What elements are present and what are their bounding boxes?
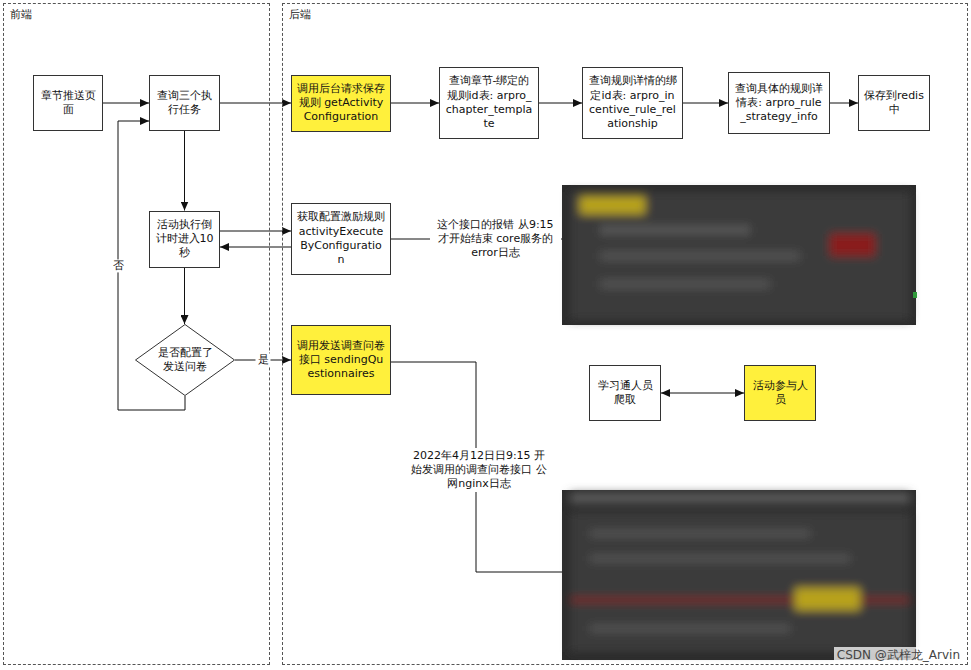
process-box: 活动执行倒计时进入10秒 — [149, 211, 220, 268]
box-text: 章节推送页面 — [39, 89, 97, 118]
flow-arrow — [220, 231, 291, 232]
frontend-region: 前端章节推送页面 查询三个执行任务活动执行倒计时进入10秒是否配置了发送问卷 — [3, 3, 270, 665]
flow-arrow — [683, 103, 728, 104]
flow-arrow — [220, 247, 291, 248]
process-box: 获取配置激励规则 activityExecuteByConfiguration — [291, 203, 391, 275]
annotation-note: 这个接口的报错 从9:15才开始结束 core服务的error日志 — [430, 217, 561, 262]
process-box: 调用后台请求保存规则 getActivityConfiguration — [291, 75, 391, 132]
scrollbar-mark — [913, 292, 917, 298]
flow-arrow — [830, 103, 858, 104]
flow-arrow — [391, 103, 439, 104]
box-text: 活动参与人员 — [750, 379, 810, 408]
process-box: 查询三个执行任务 — [149, 75, 220, 131]
decision-diamond: 是否配置了发送问卷 — [135, 324, 235, 396]
process-box: 章节推送页面 — [33, 75, 103, 131]
flow-arrow — [220, 103, 291, 104]
log-screenshot — [562, 490, 916, 660]
box-text: 调用后台请求保存规则 getActivityConfiguration — [297, 82, 385, 125]
edge-label: 否 — [111, 259, 126, 272]
screenshot-frame — [562, 185, 916, 325]
screenshot-frame — [562, 490, 916, 660]
box-text: 学习通人员爬取 — [595, 379, 655, 408]
box-text: 获取配置激励规则 activityExecuteByConfiguration — [297, 210, 385, 267]
box-text: 查询规则详情的绑定id表: arpro_incentive_rule_relat… — [588, 74, 677, 131]
box-text: 查询章节-绑定的规则id表: arpro_chapter_template — [445, 74, 533, 131]
flow-arrow — [184, 268, 185, 325]
watermark: CSDN @武梓龙_Arvin — [834, 647, 963, 664]
blurred-content — [570, 493, 910, 652]
flow-arrow — [184, 131, 185, 211]
region-title: 前端 — [10, 7, 32, 22]
process-box: 保存到redis中 — [858, 75, 930, 131]
process-box: 查询具体的规则详情表: arpro_rule_strategy_info — [728, 72, 830, 134]
process-box: 查询章节-绑定的规则id表: arpro_chapter_template — [439, 67, 539, 139]
process-box: 调用发送调查问卷接口 sendingQuestionnaires — [291, 325, 391, 395]
flow-arrow — [539, 103, 582, 104]
box-text: 查询具体的规则详情表: arpro_rule_strategy_info — [734, 82, 824, 125]
flow-arrow — [661, 393, 744, 394]
box-text: 活动执行倒计时进入10秒 — [155, 218, 214, 261]
edge-label: 是 — [256, 353, 271, 366]
box-text: 保存到redis中 — [864, 89, 924, 118]
connectors — [103, 103, 858, 410]
log-screenshot — [562, 185, 917, 325]
leader-lines — [391, 239, 562, 572]
region-title: 后端 — [289, 7, 311, 22]
annotation-note: 2022年4月12日日9:15 开始发调用的调查问卷接口 公网nginx日志 — [408, 448, 550, 493]
process-box: 活动参与人员 — [744, 365, 816, 421]
process-box: 学习通人员爬取 — [589, 365, 661, 421]
process-box: 查询规则详情的绑定id表: arpro_incentive_rule_relat… — [582, 67, 683, 139]
backend-region: 后端调用后台请求保存规则 getActivityConfiguration 查询章… — [282, 3, 968, 665]
box-text: 是否配置了发送问卷 — [155, 346, 215, 375]
leader-line — [391, 362, 562, 572]
box-text: 调用发送调查问卷接口 sendingQuestionnaires — [297, 339, 385, 382]
blurred-content — [570, 192, 910, 320]
flow-arrow — [103, 103, 149, 104]
box-text: 查询三个执行任务 — [155, 89, 214, 118]
